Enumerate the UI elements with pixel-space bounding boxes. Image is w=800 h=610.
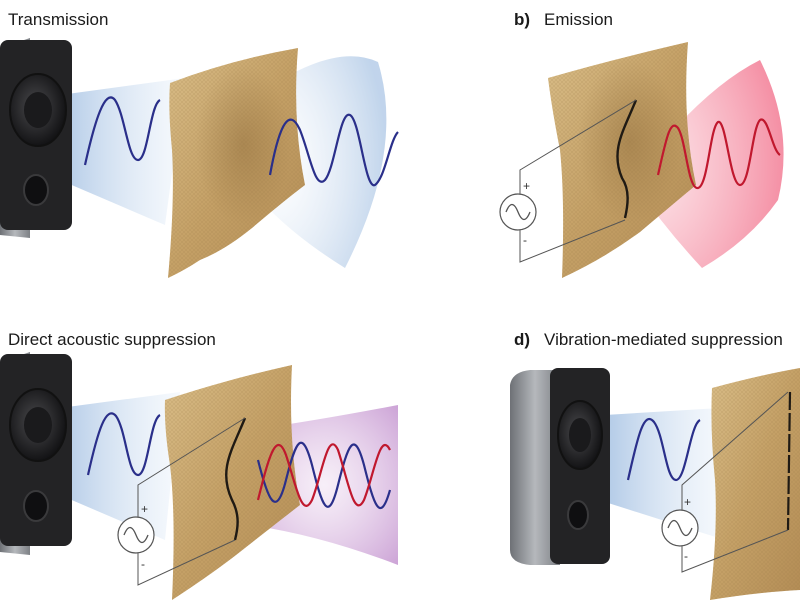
panel-a-title: Transmission [8, 10, 109, 29]
fabric-sheet [168, 48, 305, 278]
transmitted-wave-blue [256, 441, 392, 509]
ac-source-icon [117, 516, 155, 554]
source-minus-label: - [141, 557, 145, 571]
emitted-wave [656, 118, 781, 190]
source-minus-label: - [684, 549, 688, 563]
direct-suppression-diagram: + - [0, 352, 398, 600]
ac-source-icon [661, 509, 699, 547]
source-plus-label: + [141, 502, 148, 516]
incoming-sound-beam [605, 408, 725, 540]
embedded-fiber [786, 391, 792, 531]
fabric-sheet [164, 365, 300, 600]
source-minus-label: - [523, 233, 527, 247]
speaker-icon [0, 352, 72, 555]
panel-transmission: Transmission [0, 0, 400, 300]
embedded-fiber [616, 99, 638, 219]
source-plus-label: + [523, 179, 530, 193]
transmitted-wave [268, 113, 399, 187]
panel-d-title: d)Vibration-mediated suppression [514, 330, 783, 349]
emission-diagram: + - [499, 42, 784, 278]
embedded-fiber [224, 417, 247, 541]
panel-vibration-mediated-suppression: d)Vibration-mediated suppression + - [400, 310, 800, 610]
speaker-icon [510, 368, 610, 565]
transmission-diagram [0, 38, 399, 278]
incoming-sound-beam [60, 78, 185, 225]
ac-source-icon [499, 193, 537, 231]
fabric-sheet [710, 368, 800, 600]
incoming-sound-beam [60, 392, 180, 540]
panel-b-title: b)Emission [514, 10, 614, 29]
fabric-sheet [548, 42, 696, 278]
vibration-suppression-diagram: + - [510, 368, 800, 600]
cancelling-wave-red [256, 443, 391, 507]
panel-c-title: Direct acoustic suppression [8, 330, 216, 349]
incoming-wave [626, 418, 701, 482]
source-plus-label: + [684, 495, 691, 509]
incoming-wave [86, 412, 161, 477]
panel-emission: b)Emission + - [400, 0, 800, 300]
incoming-wave [83, 96, 161, 166]
panel-direct-acoustic-suppression: Direct acoustic suppression + - [0, 310, 400, 610]
speaker-icon [0, 38, 72, 238]
